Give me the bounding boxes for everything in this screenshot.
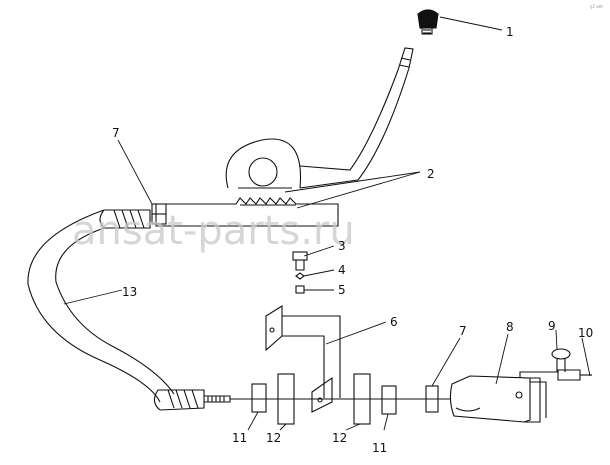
label-part-7-right: 7 (459, 324, 467, 338)
label-part-5: 5 (338, 283, 346, 297)
part-2-lever (155, 47, 414, 227)
label-part-6: 6 (390, 315, 398, 329)
label-part-12-right: 12 (332, 431, 347, 445)
corner-mark: ŋ7 om (590, 4, 603, 9)
label-part-2: 2 (427, 167, 435, 181)
label-part-11-right: 11 (372, 441, 387, 455)
label-part-12-left: 12 (266, 431, 281, 445)
part-6-plate (265, 305, 341, 413)
part-12-right (353, 373, 371, 425)
part-7-left-bracket (151, 203, 167, 225)
lever-link (519, 371, 558, 378)
part-11-right (381, 385, 397, 415)
label-part-11-left: 11 (232, 431, 247, 445)
label-part-4: 4 (338, 263, 346, 277)
label-part-1: 1 (506, 25, 514, 39)
part-13-cable (27, 209, 231, 411)
part-8-shoe (449, 375, 547, 423)
label-part-8: 8 (506, 320, 514, 334)
part-5-nut (295, 285, 305, 294)
part-10-split-pin (557, 369, 592, 381)
label-part-10: 10 (578, 326, 593, 340)
leader-lines (63, 16, 591, 431)
label-part-9: 9 (548, 319, 556, 333)
part-9-pin (551, 348, 571, 372)
label-part-13: 13 (122, 285, 137, 299)
label-part-7-left: 7 (112, 126, 120, 140)
part-4-washer (295, 272, 305, 280)
label-part-3: 3 (338, 239, 346, 253)
part-3-clevis (292, 251, 308, 271)
part-1-knob (417, 9, 439, 35)
watermark: ansat-parts.ru (72, 208, 355, 254)
part-11-left (251, 383, 267, 413)
